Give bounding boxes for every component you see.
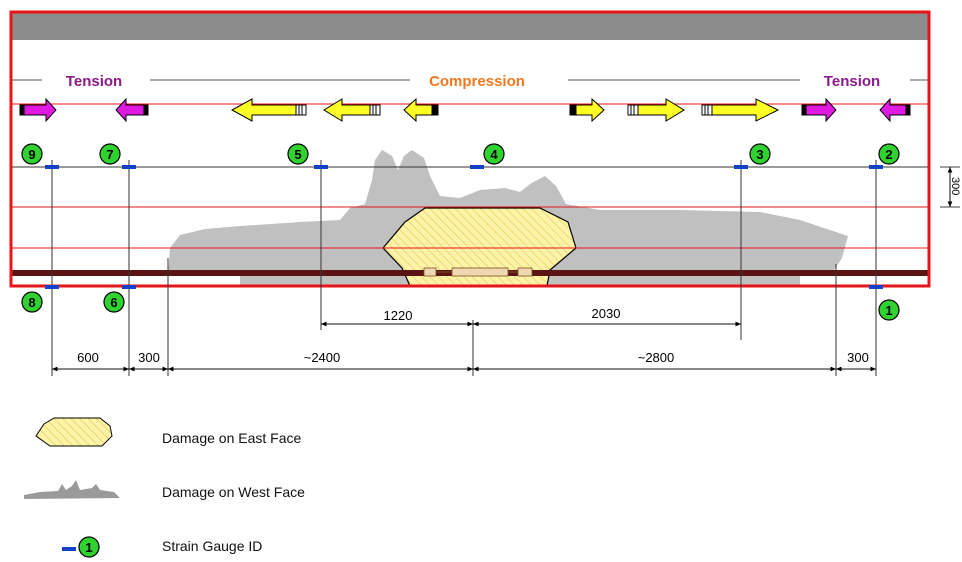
svg-text:9: 9 xyxy=(28,147,35,162)
dim-1220: 1220 xyxy=(384,308,413,323)
gauge-marks xyxy=(45,165,883,289)
svg-text:1: 1 xyxy=(85,540,92,555)
vertical-dimension xyxy=(940,166,960,208)
compression-arrow-6 xyxy=(701,98,780,122)
gauge-4: 4 xyxy=(483,143,505,165)
vertical-reference-lines xyxy=(51,160,877,376)
legend-gauge-symbol: 1 xyxy=(62,536,100,558)
gauge-1: 1 xyxy=(878,299,900,321)
dim-2800: ~2800 xyxy=(638,350,675,365)
bar-segment xyxy=(423,267,533,277)
gauge-8: 8 xyxy=(21,291,43,313)
dim-300-vertical: 300 xyxy=(949,177,961,195)
legend-west-label: Damage on West Face xyxy=(162,484,305,500)
svg-text:8: 8 xyxy=(28,295,35,310)
compression-label: Compression xyxy=(429,73,525,90)
tension-label-right: Tension xyxy=(824,73,880,90)
compression-arrow-1 xyxy=(230,98,307,122)
tension-arrow-1 xyxy=(19,97,57,123)
frame xyxy=(9,10,931,288)
gauge-7: 7 xyxy=(99,143,121,165)
svg-text:3: 3 xyxy=(756,147,763,162)
compression-arrows xyxy=(230,97,780,123)
dim-2400: ~2400 xyxy=(304,350,341,365)
svg-text:4: 4 xyxy=(490,147,498,162)
dim-2030: 2030 xyxy=(592,306,621,321)
legend-east-symbol xyxy=(35,417,113,447)
legend-east-label: Damage on East Face xyxy=(162,430,302,446)
svg-text:7: 7 xyxy=(106,147,113,162)
top-band xyxy=(11,12,929,40)
gauge-5: 5 xyxy=(287,143,309,165)
legend-gauge-label: Strain Gauge ID xyxy=(162,538,263,554)
tension-arrows xyxy=(19,97,911,123)
tension-arrow-3 xyxy=(801,97,837,123)
gauge-circles: 1 2 3 4 5 6 7 8 9 xyxy=(21,143,900,321)
gauge-9: 9 xyxy=(21,143,43,165)
tension-arrow-2 xyxy=(115,97,149,123)
svg-text:2: 2 xyxy=(885,147,892,162)
dim-300-left: 300 xyxy=(138,350,160,365)
gauge-2: 2 xyxy=(878,143,900,165)
guide-lines xyxy=(11,103,929,249)
tension-label-left: Tension xyxy=(66,73,122,90)
svg-text:1: 1 xyxy=(885,303,892,318)
dim-600: 600 xyxy=(77,350,99,365)
svg-text:5: 5 xyxy=(294,147,301,162)
svg-text:6: 6 xyxy=(110,295,117,310)
dimension-lines xyxy=(52,321,876,372)
legend-west-symbol xyxy=(24,480,120,499)
gauge-6: 6 xyxy=(103,291,125,313)
gauge-3: 3 xyxy=(749,143,771,165)
dim-300-right: 300 xyxy=(847,350,869,365)
